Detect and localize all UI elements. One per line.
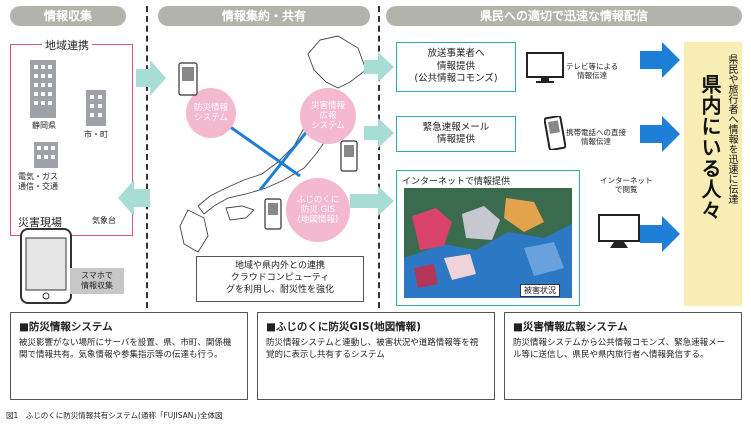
arrow-to-left: [118, 180, 150, 220]
internet-title: インターネットで情報提供: [402, 177, 511, 187]
cloud-note-box: 地域や県内外との連携 クラウドコンピューティ グを利用し、耐災性を強化: [196, 256, 364, 302]
regional-cooperation-title: 地域連携: [42, 37, 92, 53]
separator-right: [378, 6, 380, 308]
panel-saigai: ■災害情報広報システム 防災情報システムから公共情報コモンズ、緊急速報メール等に…: [504, 312, 742, 400]
broadcast-box: 放送事業者へ 情報提供 (公共情報コモンズ): [396, 42, 516, 92]
saigai-system-circle: 災害情報 広報 システム: [300, 88, 356, 144]
blue-arrow-3: [640, 216, 680, 256]
regional-cooperation-box: [10, 44, 133, 236]
email-box: 緊急速報メール 情報提供: [396, 116, 516, 152]
monitor-icon: [598, 214, 640, 250]
header-aggregation: 情報集約・共有: [158, 6, 370, 26]
city-building-icon: [86, 90, 106, 126]
broadcast-text: 放送事業者へ 情報提供 (公共情報コモンズ): [414, 48, 498, 85]
panel-saigai-body: 防災情報システムから公共情報コモンズ、緊急速報メール等に送信し、県民や県内旅行者…: [513, 338, 726, 361]
fujinokuni-gis-label: ふじのくに 防災 GIS (地図情報): [296, 194, 340, 226]
server-icon-1: [178, 62, 198, 96]
arrow-to-email: [364, 118, 394, 152]
bosai-system-circle: 防災情報 システム: [186, 88, 236, 138]
tv-icon: [526, 52, 564, 84]
bosai-system-label: 防災情報 システム: [193, 102, 228, 123]
blue-arrow-2: [640, 116, 680, 156]
panel-saigai-title: ■災害情報広報システム: [513, 321, 628, 333]
tv-label: テレビ等による 情報伝達: [566, 62, 619, 81]
panel-gis-title: ■ふじのくに防災GIS(地図情報): [266, 321, 422, 333]
arrow-to-center: [136, 60, 166, 100]
blue-arrow-1: [640, 42, 680, 82]
phone-icon: [543, 115, 567, 151]
panel-bosai-title: ■防災情報システム: [19, 321, 113, 333]
residents-big-text: 県内にいる人々: [698, 74, 722, 221]
utilities-label: 電気・ガス 通信・交通: [18, 172, 58, 191]
damage-map-image: [404, 188, 572, 298]
residents-box: [684, 42, 742, 306]
panel-gis: ■ふじのくに防災GIS(地図情報) 防災情報システムと連動し、被害状況や道路情報…: [257, 312, 495, 400]
email-text: 緊急速報メール 情報提供: [422, 121, 490, 145]
utility-building-icon: [34, 142, 58, 168]
panel-bosai-body: 被災影響がない場所にサーバを設置、県、市町、関係機関で情報共有。気象情報や参集指…: [19, 338, 232, 361]
header-collection: 情報収集: [10, 6, 126, 26]
panel-bosai: ■防災情報システム 被災影響がない場所にサーバを設置、県、市町、関係機関で情報共…: [10, 312, 248, 400]
residents-small-text: 県民や旅行者へ情報を迅速に伝達: [726, 54, 737, 204]
fujinokuni-gis-circle: ふじのくに 防災 GIS (地図情報): [286, 178, 350, 242]
disaster-site-label: 災害現場: [18, 216, 62, 229]
cloud-note-text: 地域や県内外との連携 クラウドコンピューティ グを利用し、耐災性を強化: [225, 261, 334, 296]
separator-left: [146, 6, 148, 308]
phone-label: 携帯電話への直接 情報伝達: [566, 128, 626, 147]
saigai-system-label: 災害情報 広報 システム: [310, 100, 345, 132]
smartphone-label: スマホで 情報収集: [70, 268, 124, 294]
server-icon-3: [264, 198, 282, 230]
smartphone-icon: [20, 228, 72, 304]
connection-lines: [190, 90, 330, 210]
arrow-to-broadcast: [364, 52, 394, 86]
arrow-to-internet: [350, 186, 394, 220]
header-distribution: 県民への適切で迅速な情報配信: [386, 6, 742, 26]
figure-caption: 図1 ふじのくに防災情報共有システム(通称「FUJISAN」)全体図: [6, 411, 223, 420]
city-label: 市・町: [84, 130, 108, 139]
prefecture-building-icon: [30, 60, 56, 118]
weather-label: 気象台: [92, 216, 116, 225]
browse-label: インターネット で閲覧: [600, 176, 653, 195]
panel-gis-body: 防災情報システムと連動し、被害状況や道路情報等を視覚的に表示し共有するシステム: [266, 338, 479, 361]
damage-label: 被害状況: [520, 284, 560, 297]
shizuoka-label: 静岡県: [32, 121, 56, 130]
server-icon-2: [340, 140, 358, 172]
